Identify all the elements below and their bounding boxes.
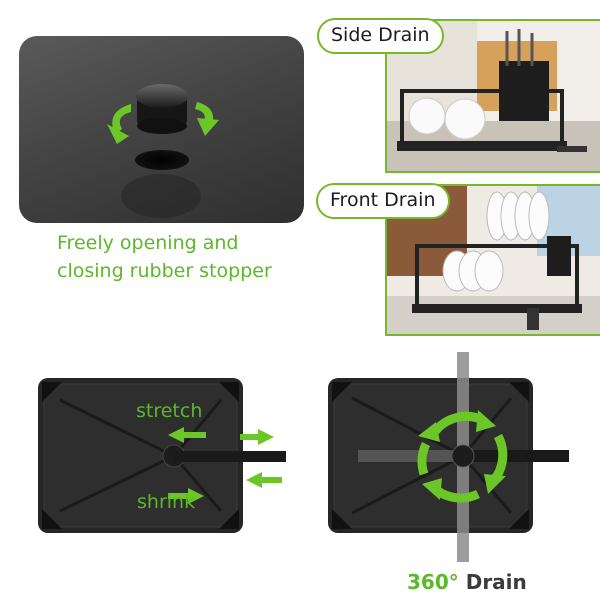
stopper-cap (136, 84, 188, 108)
shrink-label: shrink (137, 491, 196, 513)
tray-stretch-diagram (38, 378, 288, 533)
drain-hole (135, 150, 189, 170)
drain-360-word: Drain (465, 570, 527, 594)
tray-stretch-illustration (38, 378, 286, 533)
side-drain-label: Side Drain (317, 18, 444, 54)
side-drain-rack-illustration (387, 21, 600, 171)
stopper-caption-line2: closing rubber stopper (57, 260, 272, 282)
stretch-label: stretch (136, 400, 203, 422)
stopper-illustration (107, 84, 219, 218)
shrink-arrows-icon (168, 472, 282, 504)
stopper-closeup-panel (19, 36, 304, 223)
stopper-caption-line1: Freely opening and (57, 232, 239, 254)
stretch-arrows-icon (168, 427, 274, 445)
tray-360-illustration (328, 352, 569, 562)
drain-360-number: 360° (407, 570, 459, 594)
drain-360-label: 360° Drain (407, 570, 527, 594)
rotate-right-arrow-icon (195, 102, 219, 136)
tray-360-diagram (328, 352, 573, 567)
side-drain-photo (385, 19, 600, 173)
rotate-left-arrow-icon (107, 104, 131, 144)
front-drain-label: Front Drain (316, 183, 450, 219)
